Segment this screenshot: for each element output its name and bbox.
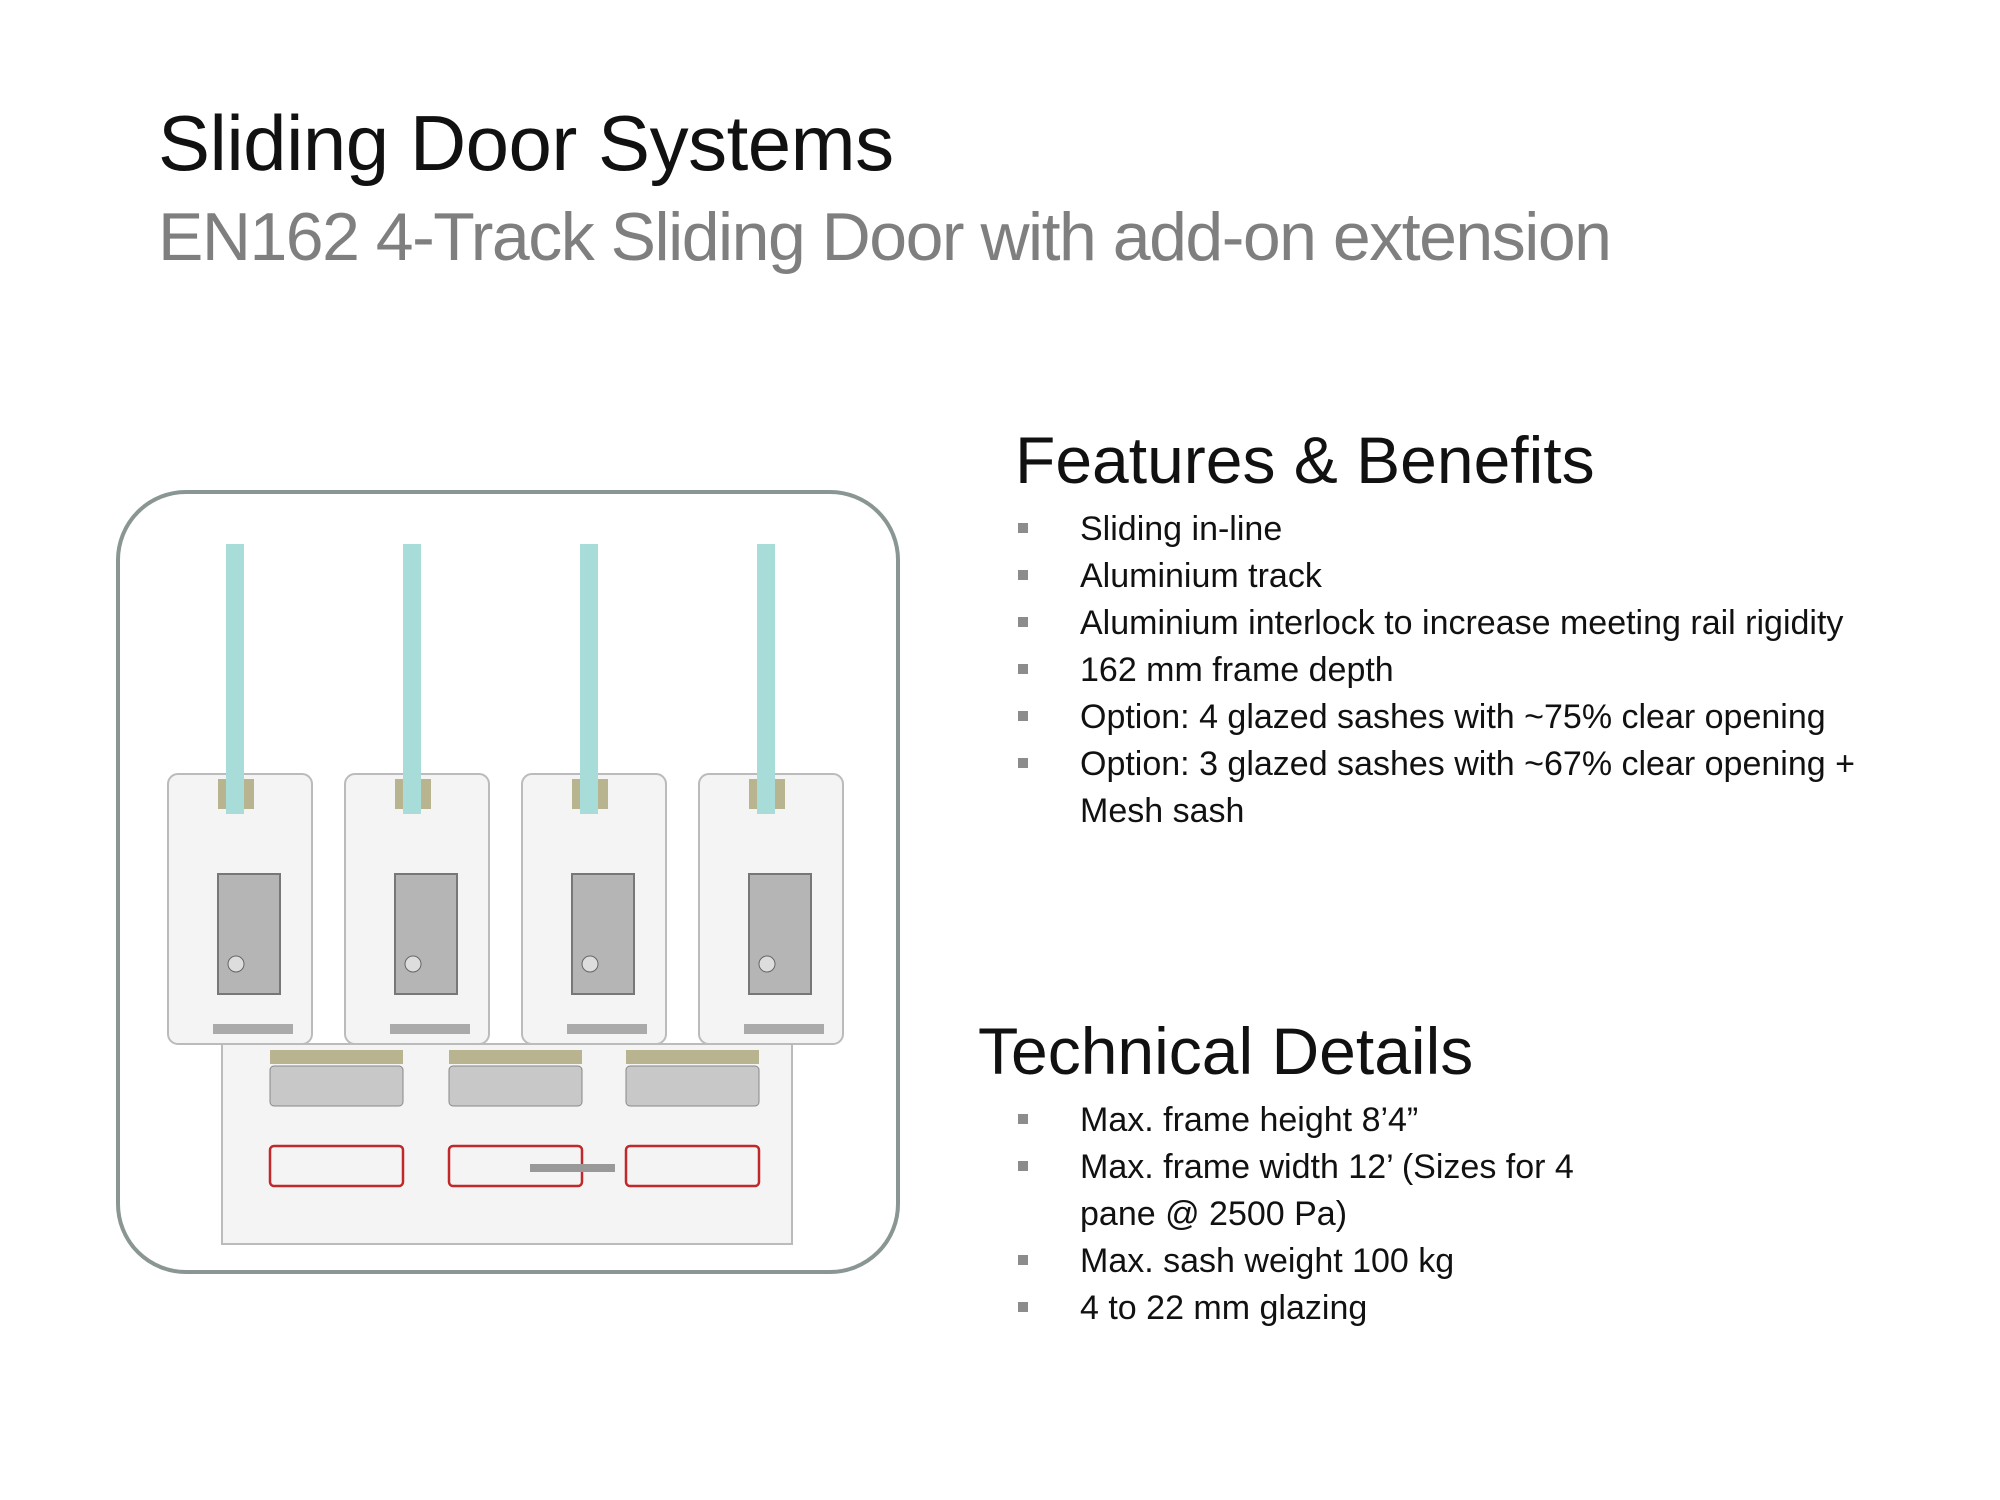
- list-item: Sliding in-line: [1018, 506, 1898, 553]
- reinforcement: [268, 1144, 405, 1188]
- reinforcement: [624, 1144, 761, 1188]
- aluminium-track: [625, 1065, 760, 1107]
- cross-section-drawing: [167, 544, 844, 1245]
- brush-seal: [449, 1050, 582, 1064]
- features-heading: Features & Benefits: [1015, 423, 1595, 497]
- list-item: Max. sash weight 100 kg: [1018, 1238, 1608, 1285]
- list-item: Aluminium interlock to increase meeting …: [1018, 600, 1898, 647]
- roller-carriage: [217, 873, 281, 995]
- list-item: Max. frame height 8’4”: [1018, 1097, 1608, 1144]
- bullet-icon: [1018, 570, 1028, 580]
- bullet-icon: [1018, 1302, 1028, 1312]
- gasket: [242, 779, 254, 809]
- bullet-icon: [1018, 711, 1028, 721]
- list-item: Option: 4 glazed sashes with ~75% clear …: [1018, 694, 1898, 741]
- slide-title: Sliding Door Systems: [158, 99, 894, 187]
- list-item: Max. frame width 12’ (Sizes for 4 pane @…: [1018, 1144, 1608, 1238]
- bullet-icon: [1018, 523, 1028, 533]
- list-item: 4 to 22 mm glazing: [1018, 1285, 1608, 1332]
- list-item: Aluminium track: [1018, 553, 1898, 600]
- bullet-icon: [1018, 664, 1028, 674]
- brush-seal: [270, 1050, 403, 1064]
- technical-heading: Technical Details: [978, 1014, 1474, 1088]
- aluminium-track: [269, 1065, 404, 1107]
- bullet-icon: [1018, 1114, 1028, 1124]
- roller-carriage: [748, 873, 812, 995]
- bullet-icon: [1018, 758, 1028, 768]
- wheel-track: [390, 1024, 470, 1034]
- screw: [530, 1164, 615, 1172]
- screw-icon: [404, 955, 422, 973]
- roller-carriage: [571, 873, 635, 995]
- roller-carriage: [394, 873, 458, 995]
- glass-pane: [580, 544, 598, 814]
- wheel-track: [744, 1024, 824, 1034]
- glass-pane: [757, 544, 775, 814]
- screw-icon: [758, 955, 776, 973]
- gasket: [419, 779, 431, 809]
- technical-list: Max. frame height 8’4” Max. frame width …: [1018, 1097, 1608, 1332]
- gasket: [596, 779, 608, 809]
- gasket: [773, 779, 785, 809]
- brush-seal: [626, 1050, 759, 1064]
- bullet-icon: [1018, 617, 1028, 627]
- list-item: Option: 3 glazed sashes with ~67% clear …: [1018, 741, 1898, 835]
- glass-pane: [403, 544, 421, 814]
- door-cross-section-figure: [116, 490, 900, 1274]
- slide-subtitle: EN162 4-Track Sliding Door with add-on e…: [158, 199, 1612, 275]
- bullet-icon: [1018, 1161, 1028, 1171]
- features-list: Sliding in-line Aluminium track Aluminiu…: [1018, 506, 1898, 835]
- aluminium-track: [448, 1065, 583, 1107]
- screw-icon: [227, 955, 245, 973]
- wheel-track: [567, 1024, 647, 1034]
- bullet-icon: [1018, 1255, 1028, 1265]
- list-item: 162 mm frame depth: [1018, 647, 1898, 694]
- screw-icon: [581, 955, 599, 973]
- wheel-track: [213, 1024, 293, 1034]
- glass-pane: [226, 544, 244, 814]
